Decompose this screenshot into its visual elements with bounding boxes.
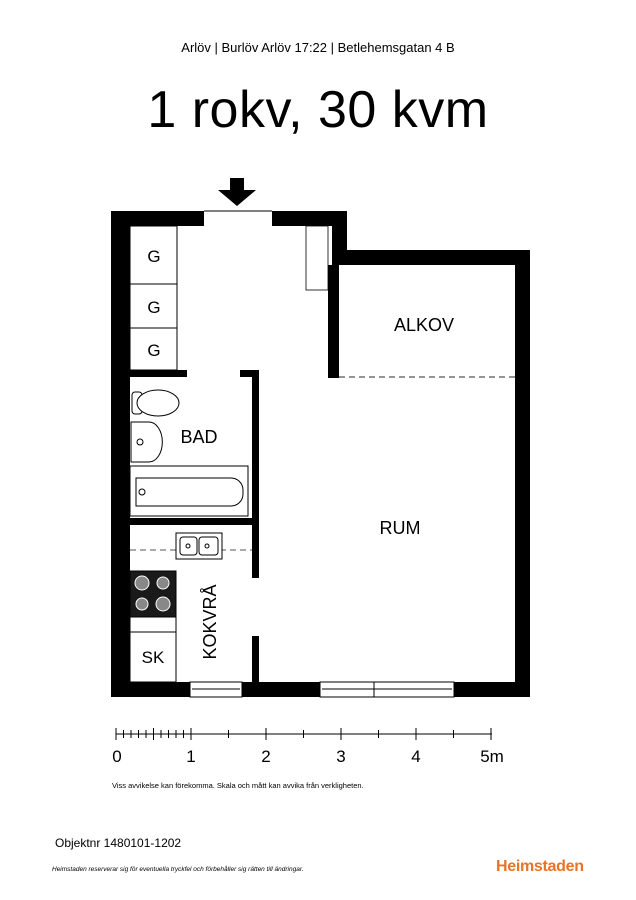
- sink-icon: [130, 421, 163, 463]
- disclaimer: Viss avvikelse kan förekomma. Skala och …: [112, 781, 364, 790]
- scale-label: 0: [112, 747, 121, 766]
- page-title: 1 rokv, 30 kvm: [147, 81, 489, 139]
- room-label-bad: BAD: [180, 427, 217, 447]
- toilet-icon: [136, 389, 180, 417]
- windows: [189, 681, 455, 698]
- brand-logo: Heimstaden: [496, 858, 584, 875]
- wardrobe-label: G: [147, 341, 160, 360]
- wardrobe-1: [129, 225, 178, 285]
- scale-label: 4: [411, 747, 420, 766]
- scale-label: 5m: [480, 747, 504, 766]
- wardrobe-3: [129, 327, 178, 371]
- scale-labels: 0 1 2 3 4 5m: [112, 747, 504, 766]
- hall-closet: [305, 225, 329, 291]
- scale-bar: [115, 728, 492, 740]
- entrance-arrow-icon: [218, 178, 256, 206]
- room-label-rum: RUM: [380, 518, 421, 538]
- address-line: Arlöv | Burlöv Arlöv 17:22 | Betlehemsga…: [181, 40, 455, 55]
- kitchen-counter: [129, 616, 177, 633]
- scale-label: 3: [336, 747, 345, 766]
- scale-label: 1: [186, 747, 195, 766]
- room-label-kokvra: KOKVRÅ: [200, 584, 220, 659]
- object-number: Objektnr 1480101-1202: [55, 836, 182, 850]
- scale-label: 2: [261, 747, 270, 766]
- interior-walls: [130, 265, 339, 682]
- bathroom-fixtures: [129, 389, 249, 517]
- wardrobe-label: G: [147, 247, 160, 266]
- wardrobe-2: [129, 283, 178, 329]
- room-label-sk: SK: [142, 648, 165, 667]
- cabinet-sk: [129, 631, 177, 683]
- wardrobe-label: G: [147, 298, 160, 317]
- wardrobes: [129, 225, 178, 371]
- kitchen-fixtures: [129, 532, 252, 683]
- footer-note: Heimstaden reserverar sig för eventuella…: [52, 866, 304, 873]
- room-label-alkov: ALKOV: [394, 315, 454, 335]
